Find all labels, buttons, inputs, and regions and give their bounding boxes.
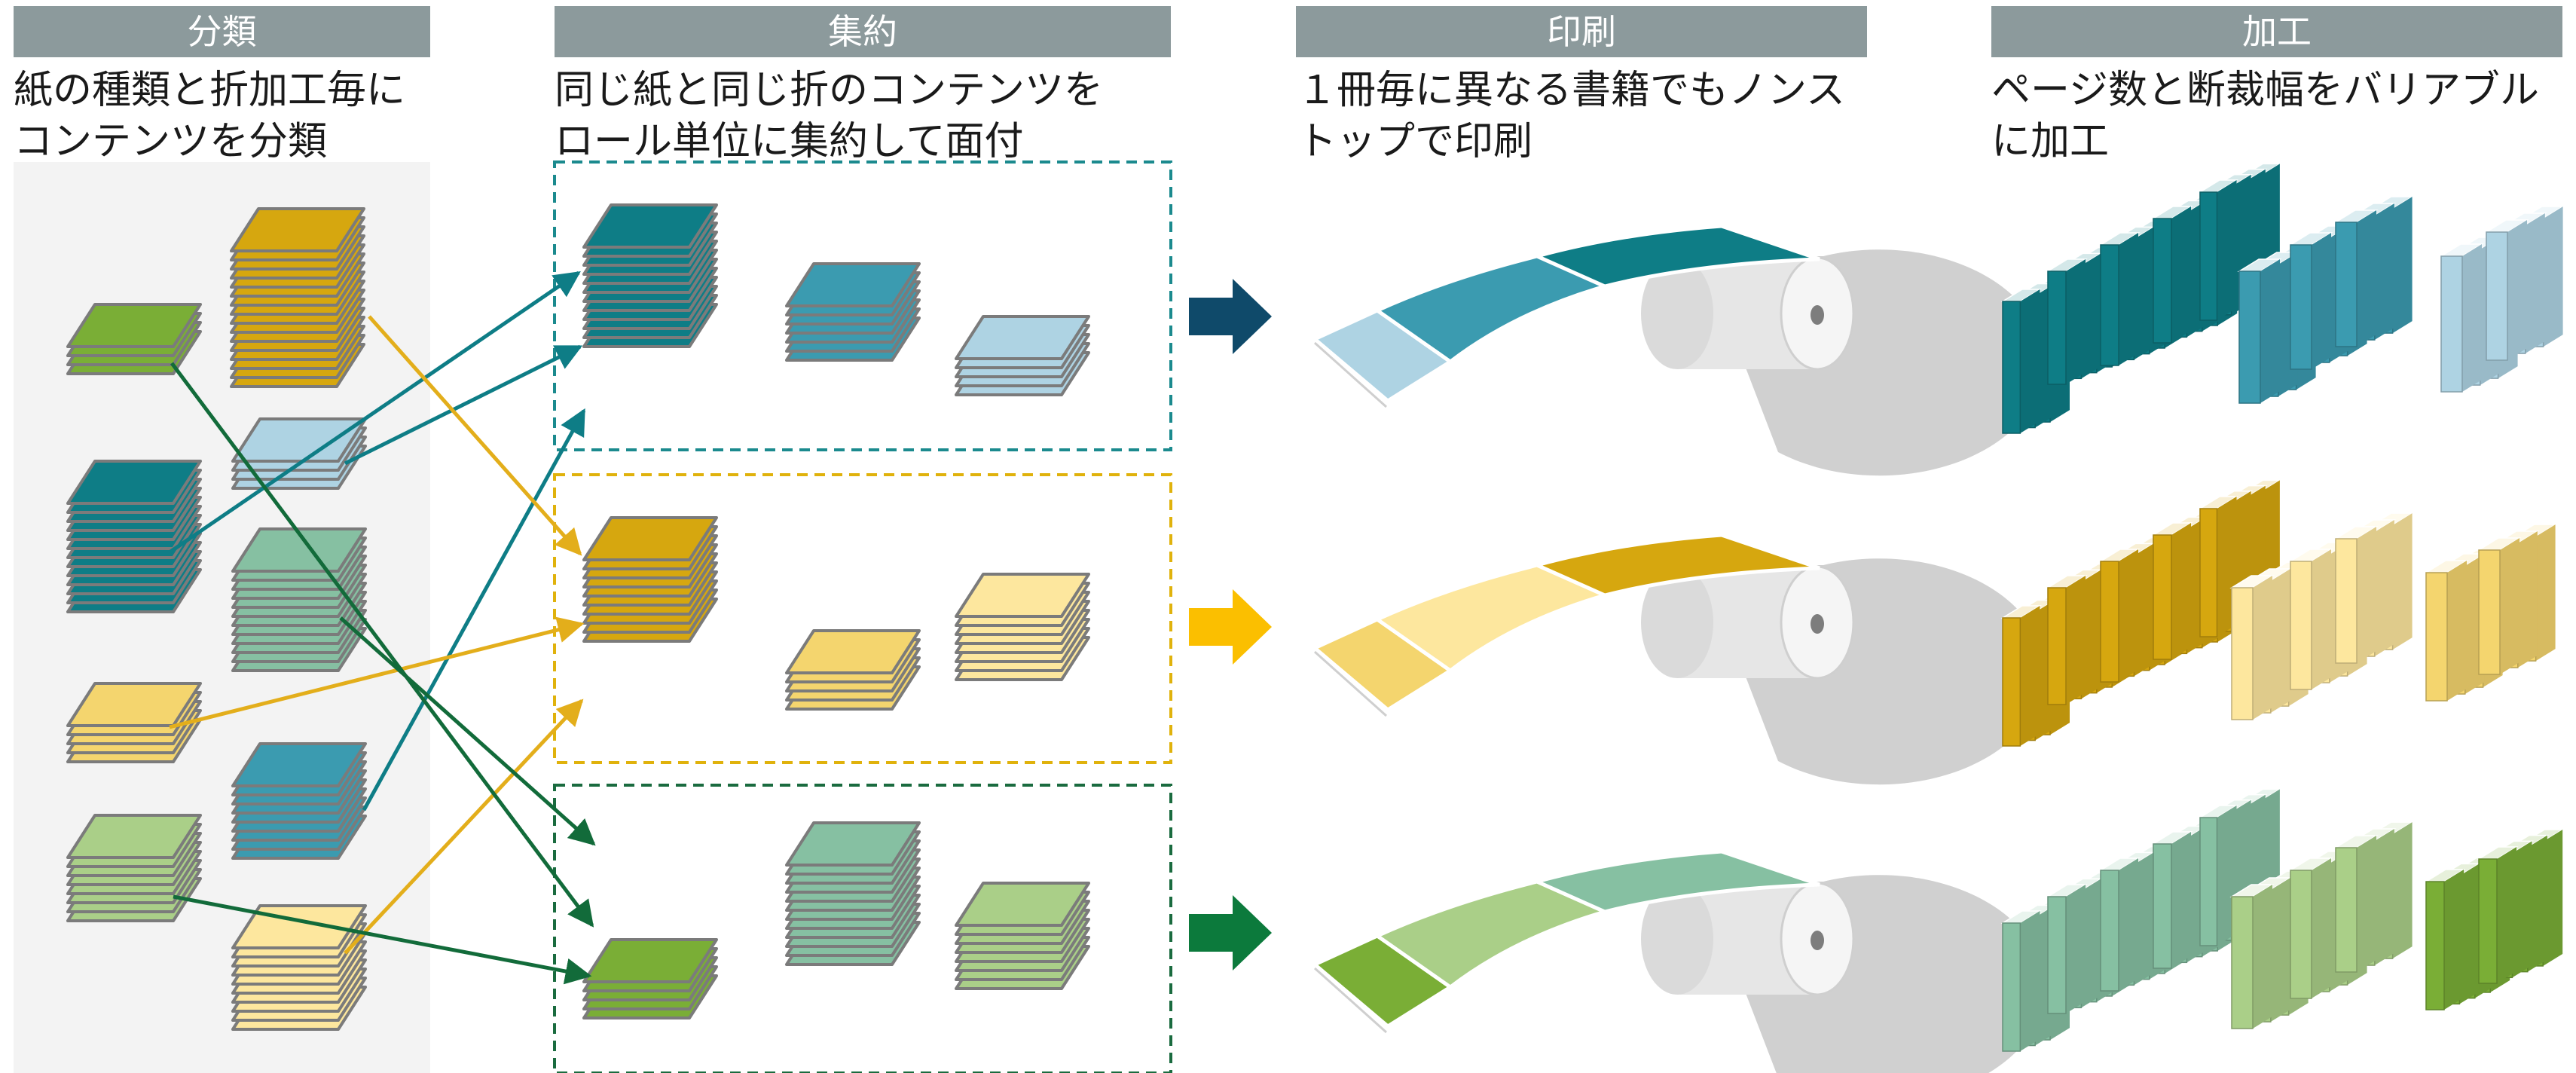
right-arrow-icon [1189, 589, 1272, 665]
paper-stack-icon [785, 629, 921, 711]
header-classification: 分類 [14, 6, 430, 57]
paper-stack-icon [231, 527, 367, 672]
connector-arrow [362, 408, 586, 812]
book-bundle-icon [2477, 829, 2565, 984]
right-arrow-icon [1189, 279, 1272, 354]
connector-arrow [166, 271, 581, 556]
paper-stack-icon [955, 315, 1090, 396]
desc-classification: 紙の種類と折加工毎に コンテンツを分類 [14, 68, 406, 164]
paper-stack-icon [231, 742, 367, 860]
paper-stack-icon [582, 938, 718, 1020]
paper-stack-icon [66, 814, 202, 922]
paper-stack-icon [66, 460, 202, 613]
group-box-gold [553, 473, 1172, 764]
header-finishing: 加工 [1991, 6, 2562, 57]
paper-stack-icon [231, 417, 367, 490]
connector-arrow [169, 616, 585, 729]
desc-printing: １冊毎に異なる書籍でもノンス トップで印刷 [1297, 68, 1845, 164]
connector-arrow [173, 894, 592, 985]
connector-arrow [368, 315, 582, 556]
book-bundle-icon [2484, 206, 2565, 361]
connector-arrow [170, 362, 594, 928]
paper-stack-icon [230, 207, 365, 388]
paper-roll-icon [1311, 224, 2046, 476]
paper-stack-icon [955, 573, 1090, 681]
connector-arrow [339, 616, 596, 846]
paper-stack-icon [955, 882, 1090, 990]
paper-stack-icon [66, 303, 202, 375]
group-box-green [553, 784, 1172, 1073]
book-bundle-icon [2477, 524, 2558, 675]
paper-stack-icon [582, 203, 718, 348]
book-bundle-icon [2333, 512, 2415, 664]
header-aggregation: 集約 [555, 6, 1171, 57]
desc-finishing: ページ数と断裁幅をバリアブル に加工 [1991, 68, 2539, 164]
desc-aggregation: 同じ紙と同じ折のコンテンツを ロール単位に集約して面付 [555, 68, 1104, 164]
paper-roll-icon [1311, 533, 2046, 785]
paper-stack-icon [582, 516, 718, 643]
group-box-teal [553, 160, 1172, 451]
book-bundle-icon [2333, 196, 2415, 347]
paper-roll-icon [1311, 849, 2046, 1073]
connector-arrow [344, 699, 584, 955]
header-printing: 印刷 [1296, 6, 1867, 57]
classification-panel [14, 162, 430, 1073]
paper-stack-icon [785, 821, 921, 966]
paper-stack-icon [231, 904, 367, 1031]
connector-arrow [344, 344, 583, 466]
paper-stack-icon [785, 262, 921, 362]
book-bundle-icon [2333, 821, 2415, 973]
right-arrow-icon [1189, 895, 1272, 971]
paper-stack-icon [66, 682, 202, 763]
